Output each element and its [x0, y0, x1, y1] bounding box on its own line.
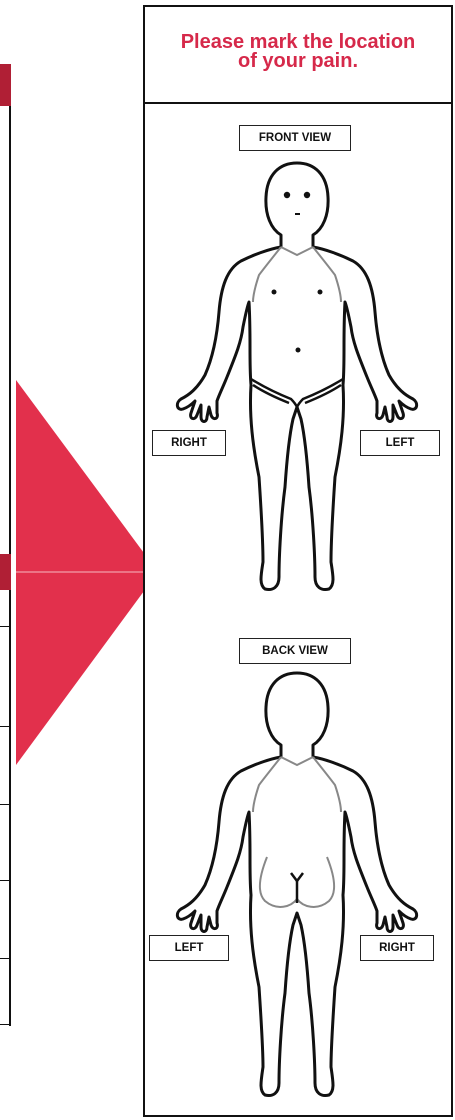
right-pointing-triangle-icon — [16, 380, 161, 765]
back-view-title: BACK VIEW — [239, 638, 351, 664]
body-back-outline-icon[interactable] — [169, 667, 429, 1107]
left-form-row-divider — [0, 626, 11, 627]
left-form-row-divider — [0, 804, 11, 805]
left-form-row-divider — [0, 726, 11, 727]
panel-header: Please mark the location of your pain. — [145, 7, 451, 104]
left-form-row-divider — [0, 1024, 11, 1025]
left-form-row-divider — [0, 880, 11, 881]
panel-title: Please mark the location of your pain. — [178, 33, 418, 71]
left-form-fragment — [0, 64, 11, 1026]
left-form-section-bar — [0, 554, 11, 590]
left-form-row-divider — [0, 958, 11, 959]
pain-location-panel: Please mark the location of your pain. F… — [143, 5, 453, 1117]
front-view-title: FRONT VIEW — [239, 125, 351, 151]
body-front-outline-icon[interactable] — [169, 157, 429, 607]
left-form-header-bar — [0, 64, 11, 106]
